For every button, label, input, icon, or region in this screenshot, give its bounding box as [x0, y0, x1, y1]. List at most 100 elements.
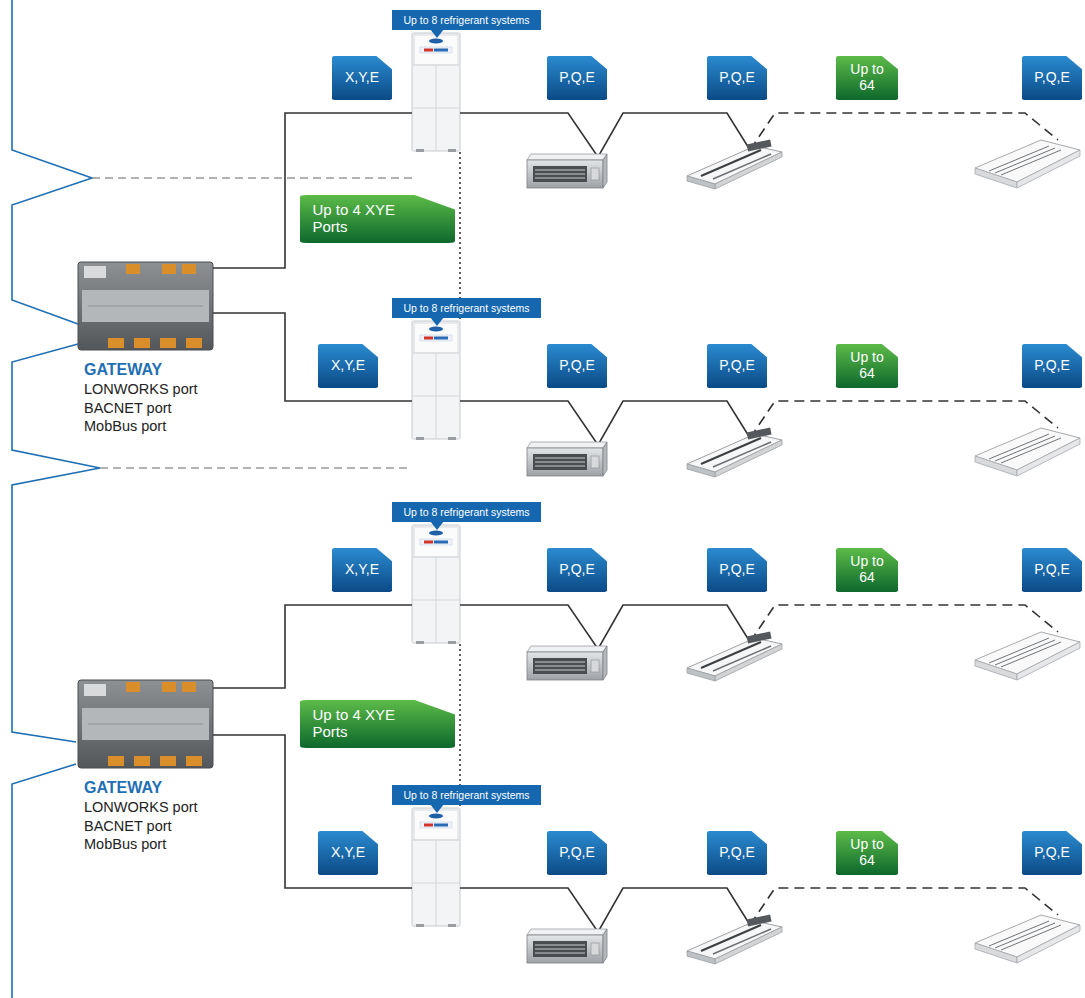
gateway-ports: LONWORKS port BACNET port MobBus port	[84, 380, 206, 436]
badge-fill	[547, 344, 607, 388]
callout-pointer-fill	[430, 29, 444, 38]
bus-badge: P,Q,E	[547, 831, 607, 875]
bus-text: P,Q,E	[719, 845, 755, 861]
badge-fill	[547, 56, 607, 100]
bus-badge: X,Y,E	[332, 548, 392, 592]
badge-fill	[332, 548, 392, 592]
bus-badge: P,Q,E	[547, 344, 607, 388]
bus-text: Up to 64	[845, 62, 889, 93]
refrigerant-callout: Up to 8 refrigerant systems	[392, 785, 541, 805]
callout-pointer	[430, 521, 444, 530]
gateway-heading: GATEWAY	[84, 778, 224, 798]
port-link	[459, 152, 461, 320]
refrigerant-row	[412, 808, 1080, 964]
callout-pointer	[430, 804, 444, 813]
xye-wire	[213, 313, 412, 401]
bus-text: P,Q,E	[719, 70, 755, 86]
bus-badge: P,Q,E	[547, 56, 607, 100]
refrigerant-row	[412, 321, 1080, 477]
bus-text: Up to 64	[845, 350, 889, 381]
gateway-ports: LONWORKS port BACNET port MobBus port	[84, 798, 206, 854]
ports-badge: Up to 4 XYE Ports	[300, 195, 455, 243]
bus-badge: P,Q,E	[707, 548, 767, 592]
xye-wire	[213, 113, 412, 268]
bus-badge: X,Y,E	[318, 831, 378, 875]
bracket	[12, 764, 76, 998]
bus-text: Up to 64	[845, 837, 889, 868]
gateway-heading: GATEWAY	[84, 360, 224, 380]
callout-pointer-fill	[430, 804, 444, 813]
badge-fill	[707, 56, 767, 100]
ports-badge: Up to 4 XYE Ports	[300, 700, 455, 748]
callout-pointer-fill	[430, 317, 444, 326]
bus-badge: X,Y,E	[318, 344, 378, 388]
bus-text: P,Q,E	[559, 70, 595, 86]
ports-text: Up to 4 XYE Ports	[313, 202, 413, 236]
badge-fill	[300, 700, 455, 748]
bus-badge: P,Q,E	[707, 831, 767, 875]
callout-text: Up to 8 refrigerant systems	[403, 506, 529, 518]
bus-text: P,Q,E	[1034, 562, 1070, 578]
bracket	[12, 0, 92, 324]
refrigerant-row	[412, 33, 1080, 189]
badge-fill	[1022, 56, 1082, 100]
gateway-device	[78, 262, 213, 350]
refrigerant-callout: Up to 8 refrigerant systems	[392, 10, 541, 30]
bus-text: P,Q,E	[1034, 70, 1070, 86]
callout-text: Up to 8 refrigerant systems	[403, 302, 529, 314]
gateway-label: GATEWAYLONWORKS port BACNET port MobBus …	[84, 360, 224, 436]
callout-pointer-fill	[430, 521, 444, 530]
bus-badge: Up to 64	[836, 548, 898, 592]
bus-badge: P,Q,E	[1022, 548, 1082, 592]
bus-badge: X,Y,E	[332, 56, 392, 100]
bus-text: P,Q,E	[719, 562, 755, 578]
network-link	[100, 467, 408, 469]
bus-text: P,Q,E	[1034, 845, 1070, 861]
gateway-device	[78, 680, 213, 768]
badge-fill	[1022, 548, 1082, 592]
badge-fill	[318, 344, 378, 388]
badge-fill	[707, 831, 767, 875]
bus-text: X,Y,E	[331, 845, 365, 861]
badge-fill	[1022, 831, 1082, 875]
bus-text: X,Y,E	[345, 70, 379, 86]
refrigerant-callout: Up to 8 refrigerant systems	[392, 298, 541, 318]
bus-text: P,Q,E	[1034, 358, 1070, 374]
bus-badge: P,Q,E	[707, 344, 767, 388]
badge-fill	[547, 548, 607, 592]
callout-text: Up to 8 refrigerant systems	[403, 14, 529, 26]
ports-text: Up to 4 XYE Ports	[313, 707, 413, 741]
refrigerant-row	[412, 525, 1080, 681]
callout-pointer	[430, 317, 444, 326]
bus-badge: P,Q,E	[1022, 56, 1082, 100]
bus-text: X,Y,E	[345, 562, 379, 578]
bus-badge: Up to 64	[836, 344, 898, 388]
xye-wire	[213, 605, 412, 688]
bus-text: P,Q,E	[719, 358, 755, 374]
badge-fill	[836, 548, 898, 592]
bus-text: P,Q,E	[559, 358, 595, 374]
badge-fill	[318, 831, 378, 875]
badge-fill	[332, 56, 392, 100]
refrigerant-callout: Up to 8 refrigerant systems	[392, 502, 541, 522]
bus-badge: Up to 64	[836, 56, 898, 100]
bus-badge: P,Q,E	[707, 56, 767, 100]
bus-badge: P,Q,E	[1022, 831, 1082, 875]
badge-fill	[707, 548, 767, 592]
gateway-label: GATEWAYLONWORKS port BACNET port MobBus …	[84, 778, 224, 854]
badge-fill	[707, 344, 767, 388]
bus-text: Up to 64	[845, 554, 889, 585]
badge-fill	[836, 831, 898, 875]
badge-fill	[547, 831, 607, 875]
bus-text: P,Q,E	[559, 562, 595, 578]
xye-wire	[213, 735, 412, 888]
bus-badge: Up to 64	[836, 831, 898, 875]
callout-pointer	[430, 29, 444, 38]
callout-text: Up to 8 refrigerant systems	[403, 789, 529, 801]
bus-badge: P,Q,E	[547, 548, 607, 592]
bus-badge: P,Q,E	[1022, 344, 1082, 388]
badge-fill	[300, 195, 455, 243]
bus-text: X,Y,E	[331, 358, 365, 374]
network-link	[92, 177, 412, 179]
